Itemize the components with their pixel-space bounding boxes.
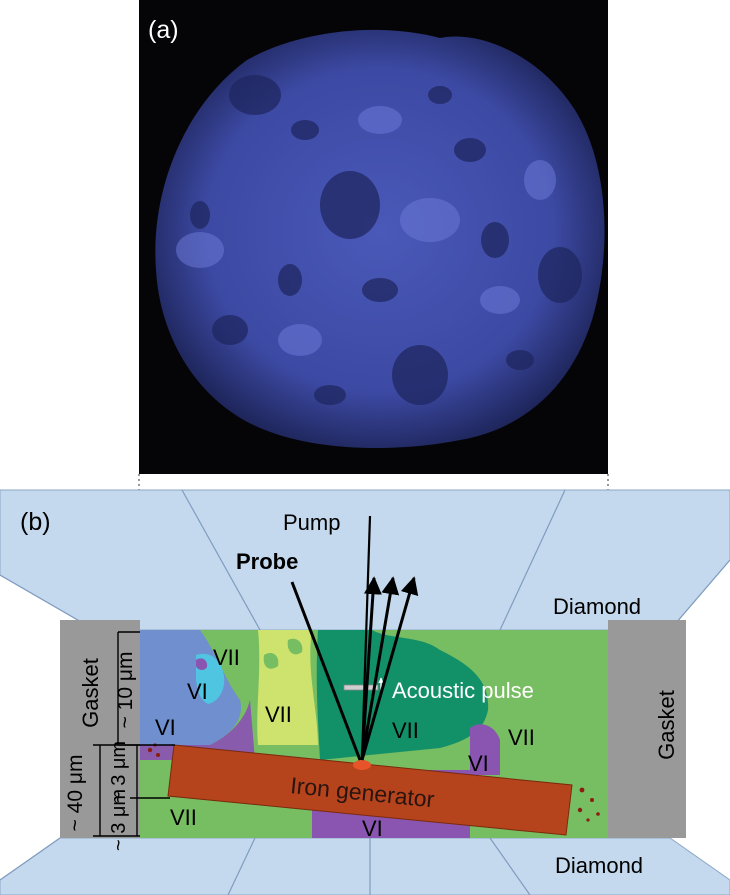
phase-label-vii-1: VII xyxy=(213,645,240,670)
diamond-top-label: Diamond xyxy=(553,594,641,619)
acoustic-pulse-bar xyxy=(343,684,379,691)
iron-generator xyxy=(167,744,573,836)
phase-vii-yellow-inclusions xyxy=(263,638,303,669)
diamond-top-facets xyxy=(0,489,730,631)
cell-nucleus xyxy=(155,29,605,449)
dimension-markers xyxy=(93,631,175,837)
phase-label-vii-3: VII xyxy=(392,718,419,743)
phase-label-vi-2: VI xyxy=(155,715,176,740)
reflected-beam-2 xyxy=(360,576,400,761)
reflected-beam-1 xyxy=(360,576,382,761)
dimension-top-layer: ~ 10 μm xyxy=(114,652,137,729)
probe-label: Probe xyxy=(236,549,298,574)
phase-vii-dark-region xyxy=(316,630,489,760)
phase-label-vii-5: VII xyxy=(170,805,197,830)
acoustic-pulse-label: Acoustic pulse xyxy=(392,678,534,703)
phase-vi-purple-left xyxy=(196,658,208,670)
pump-label: Pump xyxy=(283,510,340,535)
phase-label-vii-2: VII xyxy=(265,702,292,727)
diamond-bottom-label: Diamond xyxy=(555,853,643,878)
gasket-right xyxy=(608,620,686,838)
panel-b-label: (b) xyxy=(20,508,51,536)
panel-b: (b) Pump Probe Diamond Diamond Gasket Ac… xyxy=(0,489,730,895)
panel-a-label: (a) xyxy=(148,16,179,44)
panel-a: (a) xyxy=(139,0,608,474)
diamond-bottom-facets xyxy=(0,837,531,895)
gasket-left-label: Gasket xyxy=(78,658,103,728)
reflected-beam-3 xyxy=(360,576,419,761)
dimension-total: ~ 40 μm xyxy=(64,755,87,832)
dimension-middle-layer: ~ 3 μm xyxy=(108,741,130,803)
phase-vi-blue-region xyxy=(140,630,241,745)
phase-label-vi-3: VI xyxy=(468,751,489,776)
phase-label-vi-1: VI xyxy=(187,679,208,704)
nucleus-dark-domains xyxy=(190,75,582,405)
phase-label-vii-4: VII xyxy=(508,725,535,750)
nucleus-bright-speckles xyxy=(176,106,556,356)
pump-focal-spot xyxy=(353,760,371,770)
iron-particles xyxy=(147,743,600,822)
probe-beam xyxy=(290,581,362,761)
phase-label-vi-4: VI xyxy=(362,816,383,841)
dimension-bottom-layer: ~ 3 μm xyxy=(108,789,130,851)
phase-vi-purple-center xyxy=(470,724,500,775)
gasket-right-label: Gasket xyxy=(654,690,679,760)
phase-vii-yellow-region xyxy=(257,630,318,745)
